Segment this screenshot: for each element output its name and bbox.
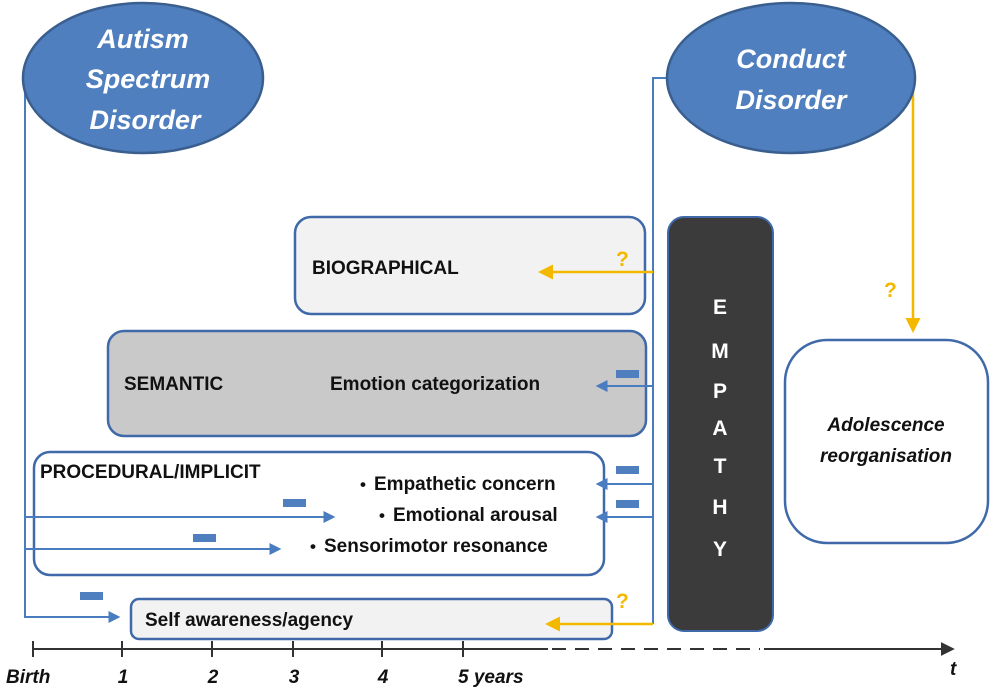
bullet-empathetic: • [360, 475, 366, 494]
tick-label-1: 1 [118, 667, 129, 688]
empathy-letter-y: Y [713, 538, 727, 561]
self-awareness-label: Self awareness/agency [145, 610, 353, 631]
tick-label-4: 4 [377, 667, 389, 688]
bullet-arousal: • [379, 506, 385, 525]
asd-connector [24, 78, 121, 623]
empathy-letter-p: P [713, 380, 727, 403]
bullet-sensorimotor: • [310, 537, 316, 556]
emotion-categorization-label: Emotion categorization [330, 374, 540, 395]
empathetic-concern-label: Empathetic concern [374, 474, 556, 495]
asd-line-1: Autism [96, 24, 189, 54]
empathy-bar [667, 216, 774, 632]
self-awareness-box [129, 597, 614, 641]
minus-marker-arousal-left [283, 499, 306, 507]
emotional-arousal-label: Emotional arousal [393, 505, 558, 526]
procedural-label: PROCEDURAL/IMPLICIT [40, 462, 261, 483]
adolescence-line-2: reorganisation [820, 446, 952, 467]
cd-ellipse [665, 1, 917, 155]
semantic-box [106, 329, 648, 438]
empathy-letter-a: A [712, 417, 727, 440]
empathy-letter-h: H [712, 496, 727, 519]
asd-line-2: Spectrum [86, 64, 211, 94]
empathy-letter-m: M [711, 340, 729, 363]
adolescence-line-1: Adolescence [826, 415, 945, 436]
biographical-box [293, 215, 647, 316]
minus-marker-categorization [616, 370, 639, 378]
minus-marker-sensorimotor [193, 534, 216, 542]
empathy-letter-t: T [714, 455, 727, 478]
minus-marker-concern [616, 466, 639, 474]
empathy-letter-e: E [713, 296, 727, 319]
adolescence-box [783, 338, 990, 545]
question-mark-biographical: ? [616, 248, 629, 271]
semantic-label: SEMANTIC [124, 374, 224, 395]
axis-end-label: t [950, 659, 957, 680]
minus-marker-self [80, 592, 103, 600]
cd-line-2: Disorder [735, 85, 848, 115]
asd-ellipse [21, 1, 265, 155]
question-mark-self-awareness: ? [616, 590, 629, 613]
biographical-label: BIOGRAPHICAL [312, 258, 459, 279]
sensorimotor-resonance-label: Sensorimotor resonance [324, 536, 548, 557]
tick-label-2: 2 [207, 667, 219, 688]
tick-label-5-years: 5 years [458, 667, 524, 688]
minus-marker-arousal-right [616, 500, 639, 508]
question-mark-adolescence: ? [884, 279, 897, 302]
tick-label-3: 3 [289, 667, 300, 688]
asd-line-3: Disorder [89, 105, 202, 135]
cd-line-1: Conduct [736, 44, 846, 74]
tick-label-birth: Birth [6, 667, 50, 688]
